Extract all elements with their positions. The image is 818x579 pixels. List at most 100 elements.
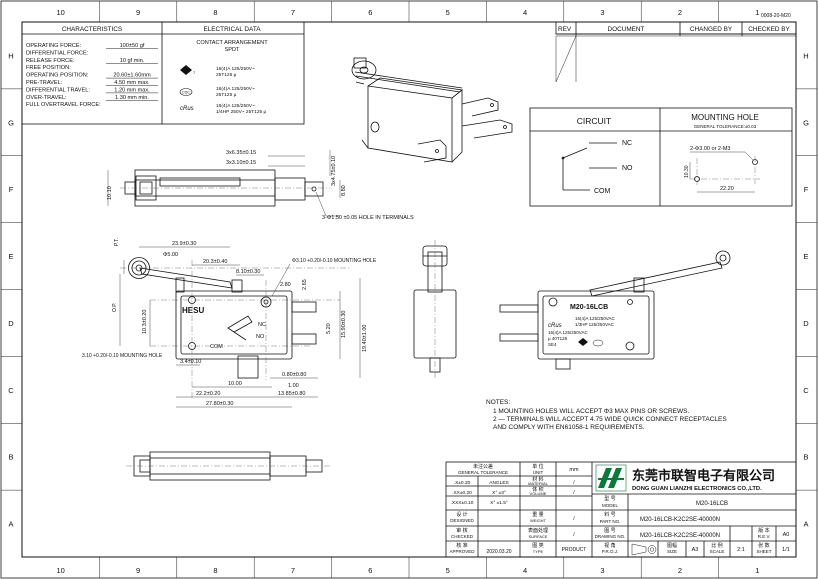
- rear-view: M20-16LCB 16(4)A 125/250VAC 1/3HP 125/25…: [499, 250, 731, 370]
- rear-line-5: SE4: [548, 342, 557, 347]
- document-col: DOCUMENT: [608, 26, 645, 33]
- notes-title: NOTES:: [486, 399, 510, 406]
- zone-row-label: F: [9, 185, 14, 194]
- side-view: [413, 240, 457, 380]
- zone-row-label: G: [803, 118, 809, 127]
- tb-material-val: /: [573, 480, 575, 486]
- tb-type-val: PRODUCT: [562, 547, 587, 553]
- tb-scale-val: 2:1: [737, 547, 745, 553]
- tb-part-cn: 料 号: [604, 511, 615, 518]
- rating-2-line-1: 16(4)A 125/250V~: [216, 86, 255, 92]
- zone-column-label: 2: [678, 566, 682, 575]
- tolerance-angle: X° ±3°: [492, 490, 506, 496]
- tb-approved-cn: 核 准: [456, 542, 467, 549]
- dim-lever-length: 23.9±0.30: [172, 241, 196, 247]
- mount-hole-top-note: Φ3.10 +0.20/-0.10 MOUNTING HOLE: [292, 258, 377, 264]
- checked-by-col: CHECKED BY: [748, 26, 790, 33]
- dim-hole-edge: 3.4±0.10: [180, 359, 201, 365]
- tb-sheet-val: 1/1: [782, 547, 790, 553]
- characteristic-label: FREE POSITION:: [26, 65, 71, 71]
- circuit-com: COM: [594, 188, 611, 195]
- dim-body-height: 15.90±0.30: [341, 311, 347, 339]
- zone-row-label: A: [8, 520, 13, 529]
- characteristic-label: OPERATING FORCE:: [26, 43, 82, 49]
- tb-weight-en: WEIGHT: [530, 518, 547, 523]
- changed-by-col: CHANGED BY: [690, 26, 733, 33]
- dim-body-length: 27.80±0.30: [206, 401, 234, 407]
- rating-1-line-2: 25T125 μ: [216, 72, 237, 78]
- tb-type-en: TYPE: [533, 549, 544, 554]
- bottom-view: [126, 451, 330, 481]
- zone-column-label: 1: [755, 566, 759, 575]
- dim-hole-to-terminal: 22.2±0.20: [196, 391, 220, 397]
- characteristic-label: FULL OVERTRAVEL FORCE:: [26, 102, 101, 108]
- front-com: COM: [210, 344, 223, 350]
- rating-1-line-1: 16(4)A 125/250V~: [216, 66, 255, 72]
- rating-3-line-1: 16(4)A 125/250V~: [216, 103, 255, 109]
- top-view: 10.10 3x6.35±0.15 3x3.10±0.15 3x4.75±0.1…: [107, 150, 414, 221]
- tb-unit-val: mm: [569, 467, 579, 473]
- zone-row-label: F: [804, 185, 809, 194]
- tb-designed-cn: 设 计: [456, 511, 467, 518]
- zone-row-label: E: [8, 252, 13, 261]
- zone-column-label: 8: [213, 566, 217, 575]
- characteristic-label: RELEASE FORCE:: [26, 58, 75, 64]
- dim-terminal-space-10: 10.00: [228, 381, 242, 387]
- note-1: 1 MOUNTING HOLES WILL ACCEPT Φ3 MAX PINS…: [493, 408, 689, 415]
- tolerance-angle: ANGLES: [489, 480, 508, 486]
- tb-volume-en: VOLUME: [530, 491, 547, 496]
- zone-column-label: 9: [136, 566, 140, 575]
- tb-checked-cn: 审 核: [456, 527, 467, 534]
- characteristic-value: 20.60±1.60mm: [113, 73, 151, 79]
- tolerance-linear: .X±0.30: [454, 480, 471, 486]
- tb-model-cn: 型 号: [604, 495, 615, 502]
- characteristics-header: CHARACTERISTICS: [62, 26, 122, 33]
- tb-checked-en: CHECKED: [451, 534, 474, 539]
- tb-type-cn: 图 类: [532, 542, 543, 549]
- characteristic-value: 1.30 mm min.: [115, 95, 149, 101]
- circuit-box: CIRCUIT NC NO COM MOUNTING HOLE GENERAL …: [529, 107, 793, 207]
- tb-material-en: MATERIAL: [528, 481, 548, 486]
- dim-hole-spacing-v: 10.3±0.20: [142, 310, 148, 334]
- dim-roller-dia: Φ5.00: [163, 252, 178, 258]
- dim-terminal-pitch: 5.20: [326, 323, 332, 334]
- tb-volume-cn: 体 积: [532, 486, 543, 493]
- tb-drawing-val: M20-16LCB-K2C2SE-40000N: [640, 533, 720, 539]
- tb-sheet-en: SHEET: [756, 549, 771, 554]
- tb-surface-cn: 表面处理: [528, 527, 548, 534]
- characteristic-value: 10 gf min.: [120, 58, 145, 64]
- front-no: NO: [256, 334, 265, 340]
- zone-column-label: 7: [291, 566, 295, 575]
- note-3: AND COMPLY WITH EN61058-1 REQUIREMENTS.: [493, 424, 645, 431]
- characteristic-value: 1.20 mm max.: [114, 87, 150, 93]
- zone-row-label: B: [8, 453, 13, 462]
- zone-column-label: 4: [523, 8, 527, 17]
- rear-line-1: 16(4)A 125/250VAC: [575, 316, 615, 321]
- zone-row-label: D: [8, 319, 14, 328]
- tb-approved-en: APPROVED: [449, 549, 475, 554]
- projection-symbol-icon: [631, 543, 657, 556]
- company-logo-icon: [595, 464, 627, 492]
- tb-part-val: M20-16LCB-K2C2SE-40000N: [640, 517, 720, 523]
- characteristic-label: DIFFERENTIAL TRAVEL:: [26, 87, 90, 93]
- tb-tol-title: 未注公差: [473, 463, 493, 470]
- top-dim-height: 10.10: [107, 186, 113, 200]
- circuit-nc: NC: [622, 140, 632, 147]
- tb-tol-sub: GENERAL TOLERANCE: [458, 470, 508, 475]
- dim-button-pos: 8.10±0.30: [236, 269, 260, 275]
- zone-row-label: H: [803, 51, 808, 60]
- zone-column-label: 6: [368, 8, 372, 17]
- note-2: 2 — TERMINALS WILL ACCEPT 4.75 WIDE QUIC…: [493, 416, 727, 423]
- zone-column-label: 4: [523, 566, 527, 575]
- front-nc: NC: [258, 322, 266, 328]
- zone-column-label: 8: [213, 8, 217, 17]
- zone-row-label: E: [803, 252, 808, 261]
- zone-column-label: 2: [678, 8, 682, 17]
- front-pt: P.T.: [114, 238, 120, 246]
- zone-column-label: 3: [600, 8, 604, 17]
- mounting-title: MOUNTING HOLE: [691, 113, 759, 122]
- rear-model: M20-16LCB: [570, 304, 608, 311]
